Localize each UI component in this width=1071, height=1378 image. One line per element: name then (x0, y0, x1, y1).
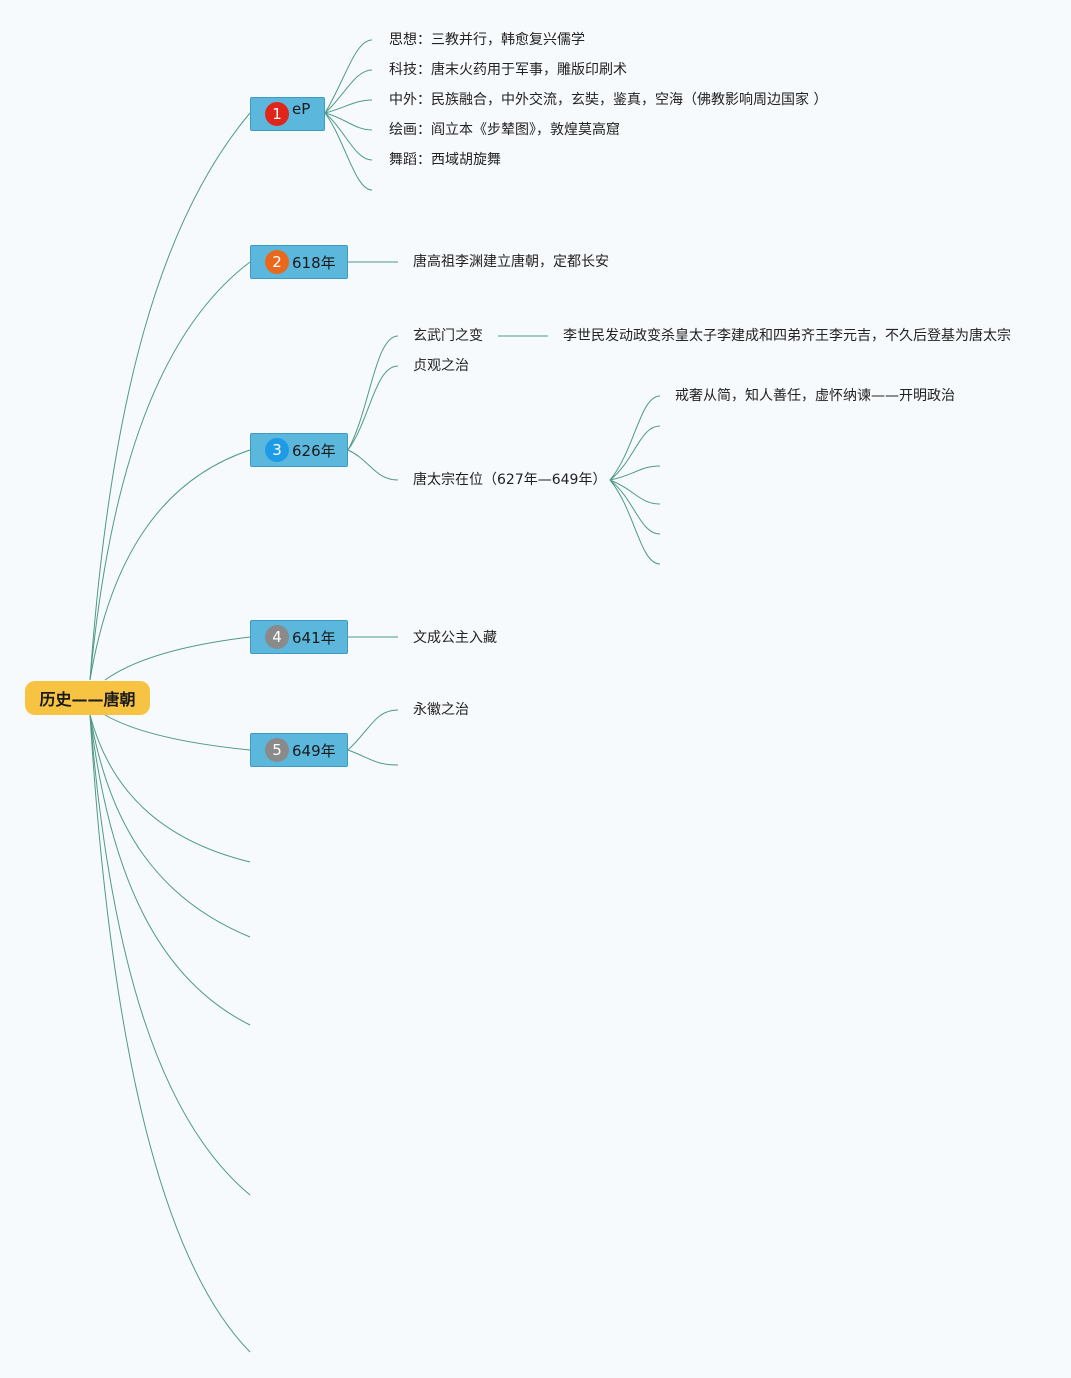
link-root-topic-5 (104, 714, 251, 751)
topic-1-label: eP (292, 100, 311, 118)
culture-dance[interactable]: 舞蹈：西域胡旋舞 (389, 152, 501, 168)
link-root-empty-5 (89, 714, 251, 1353)
yonghui-reign[interactable]: 永徽之治 (413, 702, 469, 718)
topic-node-2[interactable]: 2 618年 (250, 245, 348, 279)
priority-2-icon: 2 (265, 250, 289, 274)
link-root-topic-2 (89, 261, 251, 681)
topic-node-3[interactable]: 3 626年 (250, 433, 348, 467)
topic-node-1[interactable]: 1 eP (250, 97, 325, 131)
link-reign-c4 (609, 479, 661, 505)
culture-foreign-exchange[interactable]: 中外：民族融合，中外交流，玄奘，鉴真，空海（佛教影响周边国家 ） (389, 92, 828, 108)
culture-painting[interactable]: 绘画：阎立本《步辇图》，敦煌莫高窟 (389, 122, 620, 138)
priority-3-icon: 3 (265, 438, 289, 462)
founding-event[interactable]: 唐高祖李渊建立唐朝，定都长安 (413, 254, 609, 270)
link-reign-c6 (609, 479, 661, 565)
priority-5-icon: 5 (265, 738, 289, 762)
xuanwu-incident[interactable]: 玄武门之变 (413, 328, 483, 344)
link-t1-c6 (324, 112, 373, 191)
priority-1-icon: 1 (265, 102, 289, 126)
link-t3-c3 (347, 449, 399, 481)
link-t5-c2 (347, 749, 399, 766)
link-reign-c5 (609, 479, 661, 535)
topic-3-label: 626年 (292, 441, 336, 460)
culture-technology[interactable]: 科技：唐末火药用于军事，雕版印刷术 (389, 62, 627, 78)
topic-5-label: 649年 (292, 741, 336, 760)
topic-2-label: 618年 (292, 253, 336, 272)
priority-4-icon: 4 (265, 625, 289, 649)
link-t1-c5 (324, 112, 373, 161)
culture-thought[interactable]: 思想：三教并行，韩愈复兴儒学 (389, 32, 585, 48)
link-root-empty-3 (89, 714, 251, 1026)
zhenguan-reign[interactable]: 贞观之治 (413, 358, 469, 374)
link-root-empty-1 (89, 714, 251, 863)
reign-policy[interactable]: 戒奢从简，知人善任，虚怀纳谏——开明政治 (675, 388, 955, 404)
link-root-empty-4 (89, 714, 251, 1196)
link-root-topic-4 (104, 636, 251, 681)
taizong-reign[interactable]: 唐太宗在位（627年—649年） (413, 472, 607, 488)
link-t1-c2 (324, 69, 373, 114)
link-root-topic-3 (89, 449, 251, 681)
topic-4-label: 641年 (292, 628, 336, 647)
xuanwu-detail[interactable]: 李世民发动政变杀皇太子李建成和四弟齐王李元吉，不久后登基为唐太宗 (563, 328, 1011, 344)
link-t1-c1 (324, 39, 373, 114)
link-t3-c1 (347, 335, 399, 451)
link-reign-c1 (609, 395, 661, 481)
link-t3-c2 (347, 365, 399, 451)
link-root-topic-1 (89, 112, 251, 681)
link-reign-c3 (609, 465, 661, 481)
topic-node-5[interactable]: 5 649年 (250, 733, 348, 767)
princess-wencheng[interactable]: 文成公主入藏 (413, 630, 497, 646)
link-t1-c4 (324, 112, 373, 131)
link-root-empty-2 (89, 714, 251, 938)
root-label: 历史——唐朝 (39, 690, 136, 709)
link-reign-c2 (609, 425, 661, 481)
root-node[interactable]: 历史——唐朝 (25, 681, 150, 715)
topic-node-4[interactable]: 4 641年 (250, 620, 348, 654)
link-t5-c1 (347, 709, 399, 751)
link-t1-c3 (324, 99, 373, 114)
